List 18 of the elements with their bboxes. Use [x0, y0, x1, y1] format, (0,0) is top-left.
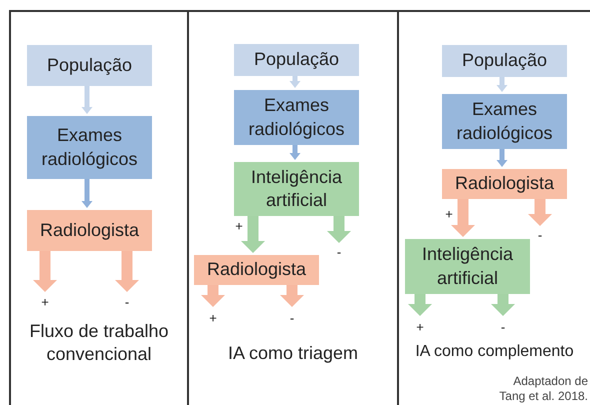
process-box: Inteligência artificial	[234, 162, 359, 216]
process-box: Radiologista	[442, 169, 567, 199]
process-box: Inteligência artificial	[405, 239, 530, 294]
process-box: População	[27, 45, 152, 86]
panel-caption: IA como complemento	[414, 342, 575, 362]
panel-caption: Fluxo de trabalho convencional	[28, 320, 170, 365]
process-box: Exames radiológicos	[27, 116, 152, 179]
panel-caption: IA como triagem	[226, 342, 360, 364]
panel	[9, 10, 187, 405]
panel	[397, 10, 590, 405]
process-box: Exames radiológicos	[442, 94, 567, 149]
source-note: Adaptadon de Tang et al. 2018.	[498, 374, 588, 404]
panel	[187, 10, 397, 405]
process-box: População	[442, 45, 567, 77]
process-box: Exames radiológicos	[234, 90, 359, 145]
process-box: População	[234, 44, 359, 76]
process-box: Radiologista	[194, 255, 319, 285]
process-box: Radiologista	[27, 210, 152, 251]
